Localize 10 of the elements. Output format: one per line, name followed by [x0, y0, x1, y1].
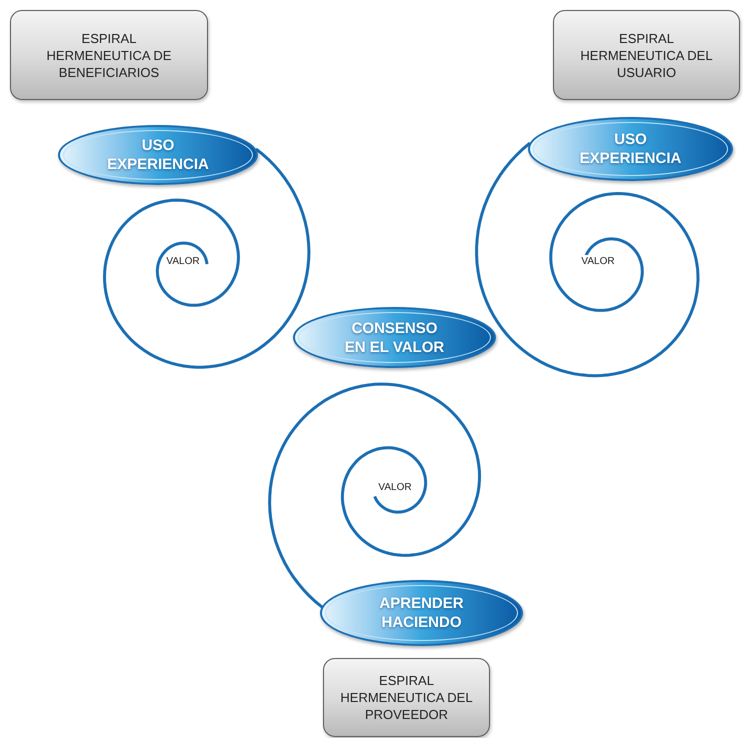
label-card: ESPIRAL HERMENEUTICA DE BENEFICIARIOS [10, 10, 208, 100]
spiral-line [268, 382, 481, 608]
label-card: ESPIRAL HERMENEUTICA DEL USUARIO [553, 10, 740, 100]
ellipse-node: USO EXPERIENCIA [58, 125, 258, 185]
label-card: ESPIRAL HERMENEUTICA DEL PROVEEDOR [323, 658, 490, 737]
ellipse-node: USO EXPERIENCIA [528, 117, 733, 181]
ellipse-node: APRENDER HACIENDO [320, 580, 523, 646]
spiral-line [103, 148, 310, 369]
spiral-line [475, 142, 700, 378]
ellipse-node: CONSENSO EN EL VALOR [293, 307, 496, 368]
